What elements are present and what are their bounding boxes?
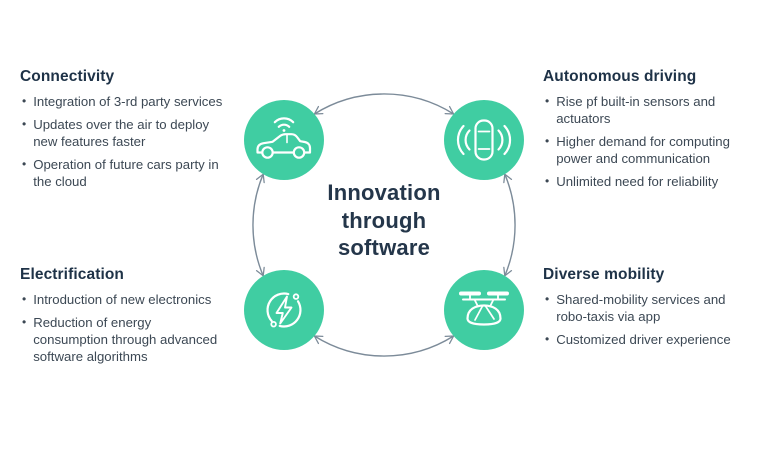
electrification-heading: Electrification [20, 266, 124, 283]
bullet-dot: • [22, 117, 27, 131]
bullet-text: Rise pf built-in sensors and actuators [556, 94, 716, 126]
bullet-dot: • [22, 315, 27, 329]
center-title: Innovation through software [284, 179, 484, 262]
autonomous-driving-heading: Autonomous driving [543, 68, 697, 85]
bullet-dot: • [545, 94, 550, 108]
autonomous-car-icon [444, 100, 524, 180]
bullet-text: Introduction of new electronics [33, 292, 212, 307]
center-title-line: Innovation [327, 180, 441, 205]
autonomous-driving-bullet-list: • Rise pf built-in sensors and actuators… [543, 93, 741, 190]
bullet-item: • Shared-mobility services and robo-taxi… [543, 291, 745, 325]
bullet-item: • Introduction of new electronics [20, 291, 228, 308]
section-electrification: Electrification • Introduction of new el… [20, 265, 228, 371]
bullet-dot: • [22, 157, 27, 171]
electrification-icon [244, 270, 324, 350]
bullet-dot: • [545, 174, 550, 188]
section-diverse-mobility: Diverse mobility • Shared-mobility servi… [543, 265, 745, 354]
bullet-item: • Operation of future cars party in the … [20, 156, 226, 190]
cycle-diagram: Innovation through software [235, 85, 535, 365]
section-autonomous-driving: Autonomous driving • Rise pf built-in se… [543, 67, 741, 196]
section-connectivity: Connectivity • Integration of 3-rd party… [20, 67, 226, 196]
bullet-text: Reduction of energy consumption through … [33, 315, 218, 364]
bullet-text: Shared-mobility services and robo-taxis … [556, 292, 726, 324]
cycle-arc-bottom [313, 335, 455, 357]
electrification-bullet-list: • Introduction of new electronics • Redu… [20, 291, 228, 365]
diverse-mobility-bullet-list: • Shared-mobility services and robo-taxi… [543, 291, 745, 348]
bullet-dot: • [545, 292, 550, 306]
center-title-line: software [337, 235, 431, 260]
bullet-dot: • [22, 94, 27, 108]
bullet-item: • Customized driver experience [543, 331, 745, 348]
center-title-line: through [341, 207, 427, 233]
bullet-item: • Rise pf built-in sensors and actuators [543, 93, 741, 127]
cycle-arc-right [503, 173, 516, 277]
bullet-dot: • [545, 134, 550, 148]
diverse-mobility-heading: Diverse mobility [543, 266, 665, 283]
bullet-text: Integration of 3-rd party services [33, 94, 223, 109]
connectivity-bullet-list: • Integration of 3-rd party services • U… [20, 93, 226, 190]
bullet-item: • Unlimited need for reliability [543, 173, 741, 190]
bullet-text: Updates over the air to deploy new featu… [33, 117, 210, 149]
connectivity-heading: Connectivity [20, 68, 115, 85]
bullet-text: Customized driver experience [556, 332, 731, 347]
connected-car-icon [244, 100, 324, 180]
bullet-dot: • [545, 332, 550, 346]
bullet-item: • Higher demand for computing power and … [543, 133, 741, 167]
bullet-text: Operation of future cars party in the cl… [33, 157, 219, 189]
cycle-diagram-svg [244, 93, 524, 357]
bullet-text: Unlimited need for reliability [556, 174, 719, 189]
bullet-item: • Updates over the air to deploy new fea… [20, 116, 226, 150]
cycle-arc-top [313, 93, 455, 115]
bullet-text: Higher demand for computing power and co… [556, 134, 730, 166]
bullet-item: • Integration of 3-rd party services [20, 93, 226, 110]
cycle-arc-left [252, 173, 265, 277]
bullet-item: • Reduction of energy consumption throug… [20, 314, 228, 365]
air-taxi-icon [444, 270, 524, 350]
bullet-dot: • [22, 292, 27, 306]
